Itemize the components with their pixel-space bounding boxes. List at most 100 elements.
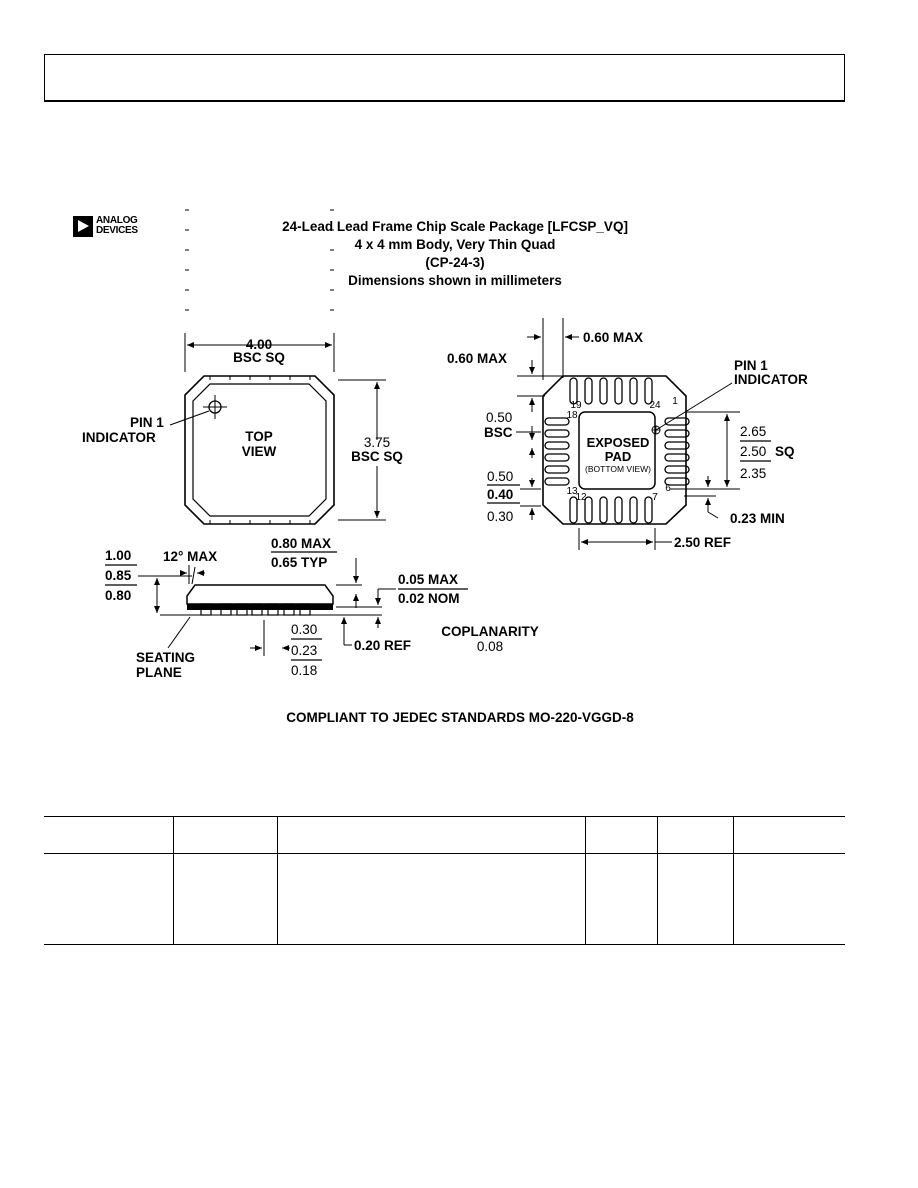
title-line-3: (CP-24-3): [425, 255, 485, 270]
table-cell: [732, 853, 845, 945]
table-header-cell: [732, 816, 845, 854]
pin-label-6: 6: [665, 483, 671, 494]
dim-standoff-nom: 0.02 NOM: [398, 591, 460, 606]
dim-lead-nom: 0.40: [487, 487, 513, 502]
dim-height-max: 1.00: [105, 548, 131, 563]
dim-lead-w-max: 0.30: [291, 622, 317, 637]
ordering-table: [44, 816, 845, 945]
top-pin1-label-1: PIN 1: [130, 415, 164, 430]
bottom-view-lead: [614, 496, 623, 524]
bottom-view-lead: [644, 377, 653, 405]
bottom-view-lead: [664, 441, 690, 450]
bottom-view-lead: [544, 429, 570, 438]
pin-label-1: 1: [672, 396, 678, 407]
side-view-body: [186, 584, 334, 605]
table-header-cell: [44, 816, 174, 854]
top-view-body-inner: [192, 383, 327, 517]
dim-pad-note: SQ: [775, 444, 795, 459]
bottom-view-body: [542, 375, 687, 525]
dim-pad-max: 2.65: [740, 424, 766, 439]
pin-label-12: 12: [575, 492, 587, 503]
dim-body-typ: 0.65 TYP: [271, 555, 327, 570]
bottom-view-lead: [599, 496, 608, 524]
bottom-view-lead: [544, 465, 570, 474]
bottom-view-lead: [584, 377, 593, 405]
bottom-view-lead: [629, 496, 638, 524]
bottom-view-leads: [544, 377, 690, 524]
logo-line-2: DEVICES: [96, 225, 138, 236]
table-cell: [44, 853, 174, 945]
dim-pad-min: 2.35: [740, 466, 766, 481]
bottom-view-lead: [569, 496, 578, 524]
dim-pad-ref: 2.50 REF: [674, 535, 731, 550]
bottom-view-lead: [584, 496, 593, 524]
package-outline-drawing: 4.00 BSC SQ 3.75 BSC SQ PIN 1 INDICATOR …: [82, 209, 808, 680]
dim-body-max: 0.80 MAX: [271, 536, 331, 551]
side-view: 1.00 0.85 0.80 12° MAX 0.80 MAX 0.65 TYP…: [105, 536, 539, 680]
dim-height-min: 0.80: [105, 588, 131, 603]
bottom-view-lead: [544, 453, 570, 462]
dim-pitch-note: BSC: [484, 425, 513, 440]
dim-3-75: 3.75: [364, 435, 390, 450]
dim-lead-w-min: 0.18: [291, 663, 317, 678]
bottom-view-lead: [664, 477, 690, 486]
dim-standoff-max: 0.05 MAX: [398, 572, 458, 587]
table-cell: [656, 853, 734, 945]
top-pin1-label-2: INDICATOR: [82, 430, 156, 445]
dim-lead-min: 0.30: [487, 509, 513, 524]
bottom-pin1-label-1: PIN 1: [734, 358, 768, 373]
title-line-2: 4 x 4 mm Body, Very Thin Quad: [354, 237, 556, 252]
compliance-note: COMPLIANT TO JEDEC STANDARDS MO-220-VGGD…: [286, 710, 634, 725]
bottom-view-lead: [569, 377, 578, 405]
figure-title: 24-Lead Lead Frame Chip Scale Package [L…: [220, 218, 690, 290]
bottom-view-lead: [664, 453, 690, 462]
pad-label-2: PAD: [605, 449, 631, 464]
dim-lead-gap: 0.23 MIN: [730, 511, 785, 526]
pin-label-18: 18: [566, 410, 578, 421]
top-view-body-outer: [184, 375, 335, 525]
dim-lead-w-nom: 0.23: [291, 643, 317, 658]
top-view-label-1: TOP: [245, 429, 273, 444]
title-line-4: Dimensions shown in millimeters: [348, 273, 562, 288]
dim-0-60-max-top: 0.60 MAX: [583, 330, 643, 345]
page-header-box: [44, 54, 845, 102]
table-cell: [584, 853, 658, 945]
pad-label-3: (BOTTOM VIEW): [585, 464, 651, 474]
top-view-leads: [185, 209, 334, 524]
pin-label-13: 13: [566, 486, 578, 497]
bottom-view-lead: [664, 417, 690, 426]
dim-0-60-max-side: 0.60 MAX: [447, 351, 507, 366]
pin-label-24: 24: [649, 400, 661, 411]
dim-lead-max: 0.50: [487, 469, 513, 484]
dim-pitch-value: 0.50: [486, 410, 512, 425]
dim-angle: 12° MAX: [163, 549, 217, 564]
table-header-cell: [584, 816, 658, 854]
dim-frame-ref: 0.20 REF: [354, 638, 411, 653]
bottom-view-lead: [599, 377, 608, 405]
bottom-view-lead: [664, 465, 690, 474]
seating-plane-label-2: PLANE: [136, 665, 182, 680]
dim-3-75-note: BSC SQ: [351, 449, 403, 464]
bottom-view-lead: [629, 377, 638, 405]
table-header-cell: [656, 816, 734, 854]
bottom-view: EXPOSED PAD (BOTTOM VIEW) 19 24 1 18 13 …: [447, 318, 808, 550]
logo-triangle-icon: [73, 216, 93, 237]
table-cell: [276, 853, 586, 945]
title-line-1: 24-Lead Lead Frame Chip Scale Package [L…: [282, 219, 628, 234]
dim-4-00-note: BSC SQ: [233, 350, 285, 365]
coplanarity-value: 0.08: [477, 639, 503, 654]
logo-line-1: ANALOG: [96, 215, 138, 226]
coplanarity-label: COPLANARITY: [441, 624, 539, 639]
table-header-cell: [276, 816, 586, 854]
pin-label-19: 19: [570, 400, 582, 411]
bottom-view-lead: [614, 377, 623, 405]
bottom-view-lead: [544, 417, 570, 426]
table-header-cell: [172, 816, 278, 854]
table-cell: [172, 853, 278, 945]
pin-label-7: 7: [652, 492, 658, 503]
top-view: 4.00 BSC SQ 3.75 BSC SQ PIN 1 INDICATOR …: [82, 209, 403, 525]
table-row: [44, 853, 845, 945]
dim-4-00: 4.00: [246, 337, 272, 352]
bottom-pin1-label-2: INDICATOR: [734, 372, 808, 387]
top-view-label-2: VIEW: [242, 444, 277, 459]
